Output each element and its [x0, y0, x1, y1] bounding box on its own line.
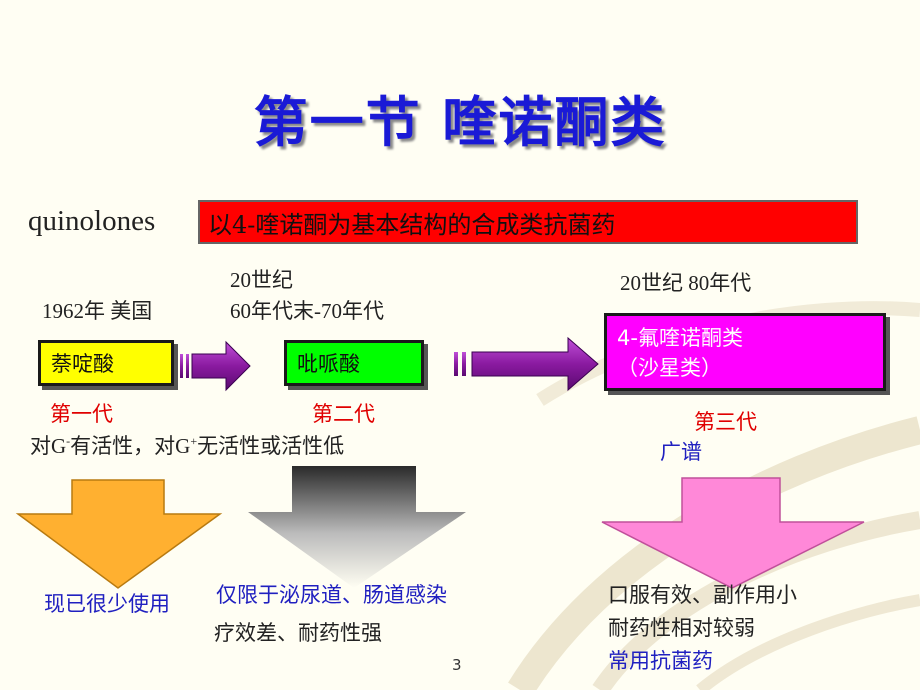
gen2-date-line1: 20世纪	[230, 268, 293, 292]
down-arrow-icon	[248, 466, 466, 588]
down-arrow-icon	[15, 479, 223, 589]
gen1-note: 现已很少使用	[44, 592, 170, 616]
slide-title: 第一节 喹诺酮类	[253, 91, 667, 154]
gen1-date: 1962年 美国	[42, 299, 153, 323]
gen2-date-line2: 60年代末-70年代	[230, 299, 384, 323]
gen2-note-line1: 仅限于泌尿道、肠道感染	[216, 583, 447, 607]
right-arrow-icon	[454, 336, 599, 392]
gen3-note-line3: 常用抗菌药	[608, 649, 713, 673]
gen3-date: 20世纪 80年代	[620, 271, 752, 295]
gen2-note-line2: 疗效差、耐药性强	[214, 621, 382, 645]
down-arrow-icon	[601, 477, 865, 589]
gen2-drug-box: 吡哌酸	[284, 340, 424, 386]
gen1-label: 第一代	[50, 402, 113, 426]
gen3-spectrum: 广谱	[660, 440, 702, 464]
gen2-drug-name: 吡哌酸	[297, 352, 360, 376]
definition-text: 以4-喹诺酮为基本结构的合成类抗菌药	[208, 210, 616, 239]
gen1-drug-name: 萘啶酸	[51, 352, 114, 376]
gen3-label: 第三代	[694, 410, 757, 434]
page-number: 3	[452, 656, 462, 674]
gen3-drug-name-line2: （沙星类）	[617, 356, 722, 380]
gen3-note-line1: 口服有效、副作用小	[608, 583, 797, 607]
gen3-drug-box: 4-氟喹诺酮类 （沙星类）	[604, 313, 886, 391]
term-label: quinolones	[28, 205, 156, 237]
gen2-label: 第二代	[312, 402, 375, 426]
gen1-drug-box: 萘啶酸	[38, 340, 174, 386]
gen3-drug-name-line1: 4-氟喹诺酮类	[617, 326, 743, 350]
right-arrow-icon	[180, 340, 251, 392]
activity-text: 对G-有活性，对G+无活性或活性低	[30, 434, 345, 458]
definition-box: 以4-喹诺酮为基本结构的合成类抗菌药	[198, 200, 858, 244]
gen3-note-line2: 耐药性相对较弱	[608, 616, 755, 640]
